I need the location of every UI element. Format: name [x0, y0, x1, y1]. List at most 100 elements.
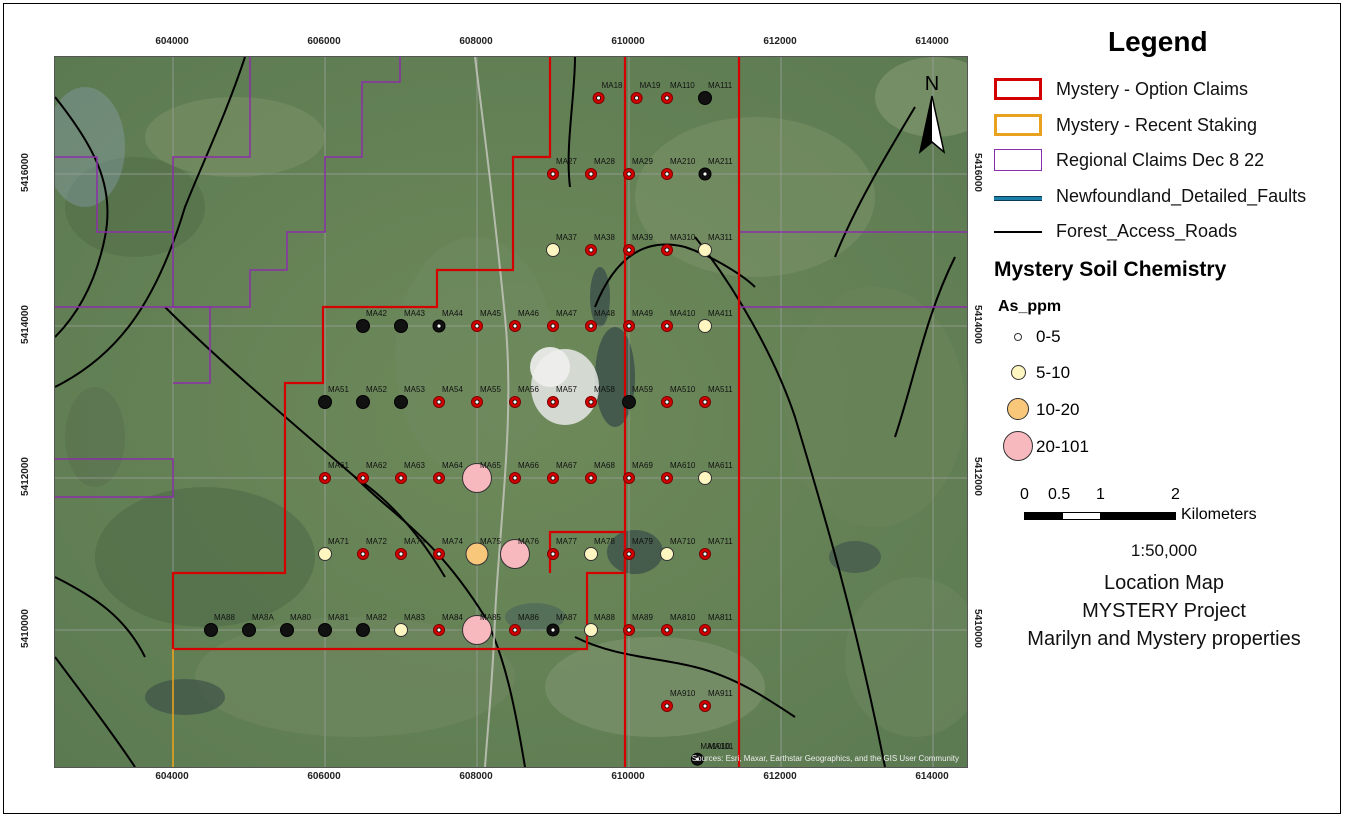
x-tick-bottom-612000: 612000	[763, 771, 797, 782]
north-label: N	[925, 73, 939, 95]
sample-ma45-17: MA45	[471, 309, 501, 332]
sample-label-ma87-66: MA87	[556, 613, 577, 622]
sample-ma610-44: MA610	[661, 461, 696, 484]
sample-ma53-26: MA53	[394, 385, 425, 409]
sample-ma51-24: MA51	[318, 385, 349, 409]
sample-label-ma72-47: MA72	[366, 537, 387, 546]
sample-label-ma910-71: MA910	[670, 689, 696, 698]
sample-ma88-67: MA88	[584, 613, 615, 637]
sample-label-ma1010-73: MA1010	[700, 742, 730, 751]
sample-label-ma74-49: MA74	[442, 537, 463, 546]
x-tick-bottom-604000: 604000	[155, 771, 189, 782]
y-tick-left-5414000: 5414000	[19, 305, 31, 344]
caption-line-3: Marilyn and Mystery properties	[1027, 628, 1301, 650]
sample-label-ma79-54: MA79	[632, 537, 653, 546]
sample-ma72-47: MA72	[357, 537, 387, 560]
sample-label-ma911-72: MA911	[708, 689, 733, 698]
sample-label-ma68-42: MA68	[594, 461, 615, 470]
scale-2: 2	[1171, 486, 1180, 503]
sample-ma710-55: MA710	[660, 537, 696, 561]
sample-ma28-5: MA28	[585, 157, 615, 180]
sample-label-ma73-48: MA73	[404, 537, 425, 546]
sample-label-ma88-57: MA88	[214, 613, 235, 622]
sample-label-ma56-29: MA56	[518, 385, 539, 394]
sample-ma711-56: MA711	[699, 537, 733, 560]
sample-ma84-63: MA84	[433, 613, 463, 636]
sample-ma39-11: MA39	[623, 233, 653, 256]
north-arrow: N	[912, 72, 952, 167]
sample-ma81-60: MA81	[318, 613, 349, 637]
sample-ma57-30: MA57	[547, 385, 577, 408]
sample-label-ma210-7: MA210	[670, 157, 696, 166]
sample-label-ma53-26: MA53	[404, 385, 425, 394]
sample-ma910-71: MA910	[661, 689, 696, 712]
legend-roads: Forest_Access_Roads	[1056, 221, 1238, 241]
sample-label-ma57-30: MA57	[556, 385, 577, 394]
sample-label-ma78-53: MA78	[594, 537, 615, 546]
sample-label-ma63-37: MA63	[404, 461, 425, 470]
sample-label-ma38-10: MA38	[594, 233, 615, 242]
sample-label-ma610-44: MA610	[670, 461, 696, 470]
legend-option-claims: Mystery - Option Claims	[1056, 79, 1249, 99]
legend-faults: Newfoundland_Detailed_Faults	[1056, 186, 1307, 206]
sample-label-ma64-38: MA64	[442, 461, 463, 470]
sample-ma59-32: MA59	[622, 385, 653, 409]
soil-chemistry-title: Mystery Soil Chemistry	[994, 258, 1227, 281]
sample-ma1010-73: MA1010	[690, 742, 731, 766]
sample-ma8a-58: MA8A	[242, 613, 274, 637]
x-tick-top-614000: 614000	[915, 36, 949, 47]
sample-ma43-15: MA43	[394, 309, 425, 333]
sample-label-ma80-59: MA80	[290, 613, 311, 622]
sample-label-ma62-36: MA62	[366, 461, 387, 470]
sample-label-ma43-15: MA43	[404, 309, 425, 318]
sample-ma74-49: MA74	[433, 537, 463, 560]
sample-label-ma411-23: MA411	[708, 309, 733, 318]
sample-ma82-61: MA82	[356, 613, 387, 637]
sample-ma911-72: MA911	[699, 689, 733, 712]
sample-ma67-41: MA67	[547, 461, 577, 484]
sample-ma18-0: MA18	[592, 81, 623, 104]
map-frame	[3, 3, 1341, 814]
faults-swatch	[994, 196, 1042, 201]
sample-ma88-57: MA88	[204, 613, 235, 637]
legend-regional-claims: Regional Claims Dec 8 22	[1056, 150, 1265, 170]
sample-label-ma310-12: MA310	[670, 233, 696, 242]
sample-ma77-52: MA77	[547, 537, 577, 560]
y-tick-left-5410000: 5410000	[19, 609, 31, 648]
x-tick-bottom-614000: 614000	[915, 771, 949, 782]
sample-label-ma71-46: MA71	[328, 537, 349, 546]
sample-ma69-43: MA69	[623, 461, 653, 484]
sample-ma410-22: MA410	[661, 309, 696, 332]
scale-unit: Kilometers	[1181, 506, 1257, 523]
y-tick-right-5416000: 5416000	[971, 153, 983, 192]
sample-ma75-50: MA75	[465, 537, 501, 566]
sample-label-ma86-65: MA86	[518, 613, 539, 622]
sample-label-ma82-61: MA82	[366, 613, 387, 622]
x-tick-top-606000: 606000	[307, 36, 341, 47]
sample-label-ma75-50: MA75	[480, 537, 501, 546]
sample-ma79-54: MA79	[623, 537, 653, 560]
sample-label-ma44-16: MA44	[442, 309, 463, 318]
sample-label-ma42-14: MA42	[366, 309, 387, 318]
sample-ma56-29: MA56	[509, 385, 539, 408]
sample-label-ma27-4: MA27	[556, 157, 577, 166]
sample-label-ma311-13: MA311	[708, 233, 733, 242]
x-tick-top-612000: 612000	[763, 36, 797, 47]
sample-ma27-4: MA27	[547, 157, 577, 180]
sample-label-ma810-69: MA810	[670, 613, 696, 622]
sample-label-ma51-24: MA51	[328, 385, 349, 394]
sample-ma61-35: MA61	[319, 461, 349, 484]
sample-label-ma611-45: MA611	[708, 461, 733, 470]
sample-label-ma29-6: MA29	[632, 157, 653, 166]
bin-20-101-symbol	[1003, 431, 1033, 461]
sample-label-ma58-31: MA58	[594, 385, 615, 394]
sample-ma63-37: MA63	[395, 461, 425, 484]
sample-ma611-45: MA611	[698, 461, 733, 485]
sample-ma62-36: MA62	[357, 461, 387, 484]
sample-label-ma410-22: MA410	[670, 309, 696, 318]
sample-label-ma77-52: MA77	[556, 537, 577, 546]
scale-1: 1	[1096, 486, 1105, 503]
sample-ma810-69: MA810	[661, 613, 696, 636]
sample-label-ma65-39: MA65	[480, 461, 501, 470]
